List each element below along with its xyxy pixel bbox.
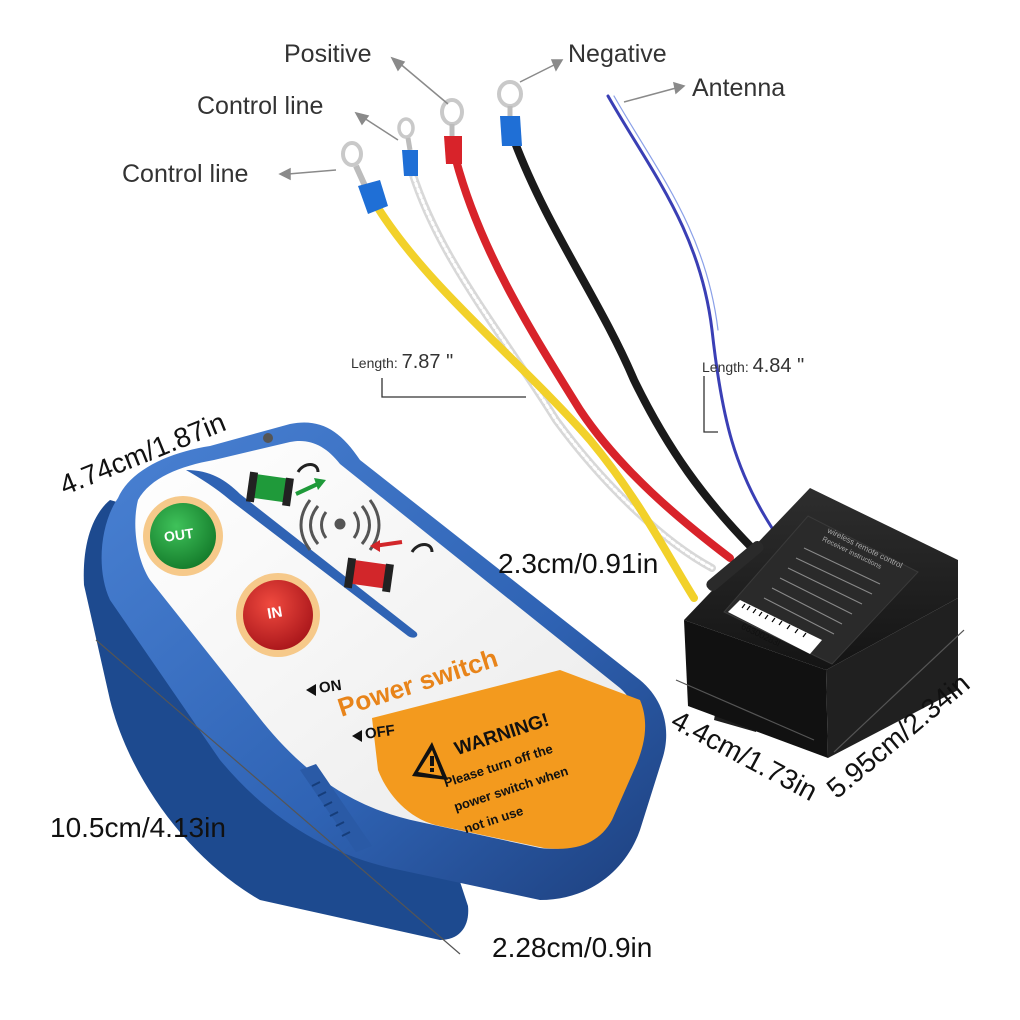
- wire-bundle: [374, 94, 774, 602]
- in-button-shape: [236, 573, 320, 657]
- remote-thickness-dimension: 2.28cm/0.9in: [492, 932, 653, 963]
- black-wire: [510, 136, 756, 552]
- status-led: [263, 433, 273, 443]
- winch-out-icon: [245, 463, 326, 507]
- negative-label: Negative: [568, 40, 667, 68]
- receiver-box: [684, 488, 958, 758]
- power-slide-switch: [300, 764, 372, 852]
- antenna-wire: [606, 94, 774, 530]
- ring-terminal-icon: [440, 98, 464, 164]
- wire-length-value: 7.87 ": [401, 351, 454, 373]
- terminals: [341, 80, 523, 214]
- positive-label: Positive: [284, 40, 372, 68]
- winch-in-icon: [343, 540, 434, 593]
- ring-terminal-icon: [497, 80, 523, 146]
- on-label: ON: [318, 676, 343, 697]
- off-arrow-icon: [352, 730, 362, 742]
- remote-control: [83, 422, 667, 940]
- antenna-length-label: Length: 4.84 ": [702, 356, 804, 376]
- warning-triangle-icon: [412, 742, 448, 780]
- remote-length-dimension: 10.5cm/4.13in: [50, 812, 226, 843]
- out-button-shape: [143, 496, 223, 576]
- dimension-lines: [95, 629, 965, 955]
- receiver-height-dimension: 2.3cm/0.91in: [498, 548, 659, 579]
- wire-length-caption: Length:: [351, 355, 398, 371]
- control-line-label: Control line: [197, 92, 324, 120]
- yellow-wire: [374, 204, 698, 602]
- in-button[interactable]: IN: [266, 603, 284, 623]
- label-arrows: [278, 56, 686, 181]
- on-arrow-icon: [306, 684, 316, 696]
- control-line-label: Control line: [122, 160, 249, 188]
- ring-terminal-icon: [397, 117, 418, 176]
- length-leaders: [381, 376, 718, 433]
- ring-terminal-icon: [341, 141, 388, 214]
- wireless-signal-icon: [299, 499, 381, 551]
- red-wire: [452, 156, 734, 562]
- antenna-length-caption: Length:: [702, 359, 749, 375]
- antenna-label: Antenna: [692, 74, 786, 102]
- antenna-length-value: 4.84 ": [752, 355, 805, 377]
- wire-length-label: Length: 7.87 ": [351, 352, 453, 372]
